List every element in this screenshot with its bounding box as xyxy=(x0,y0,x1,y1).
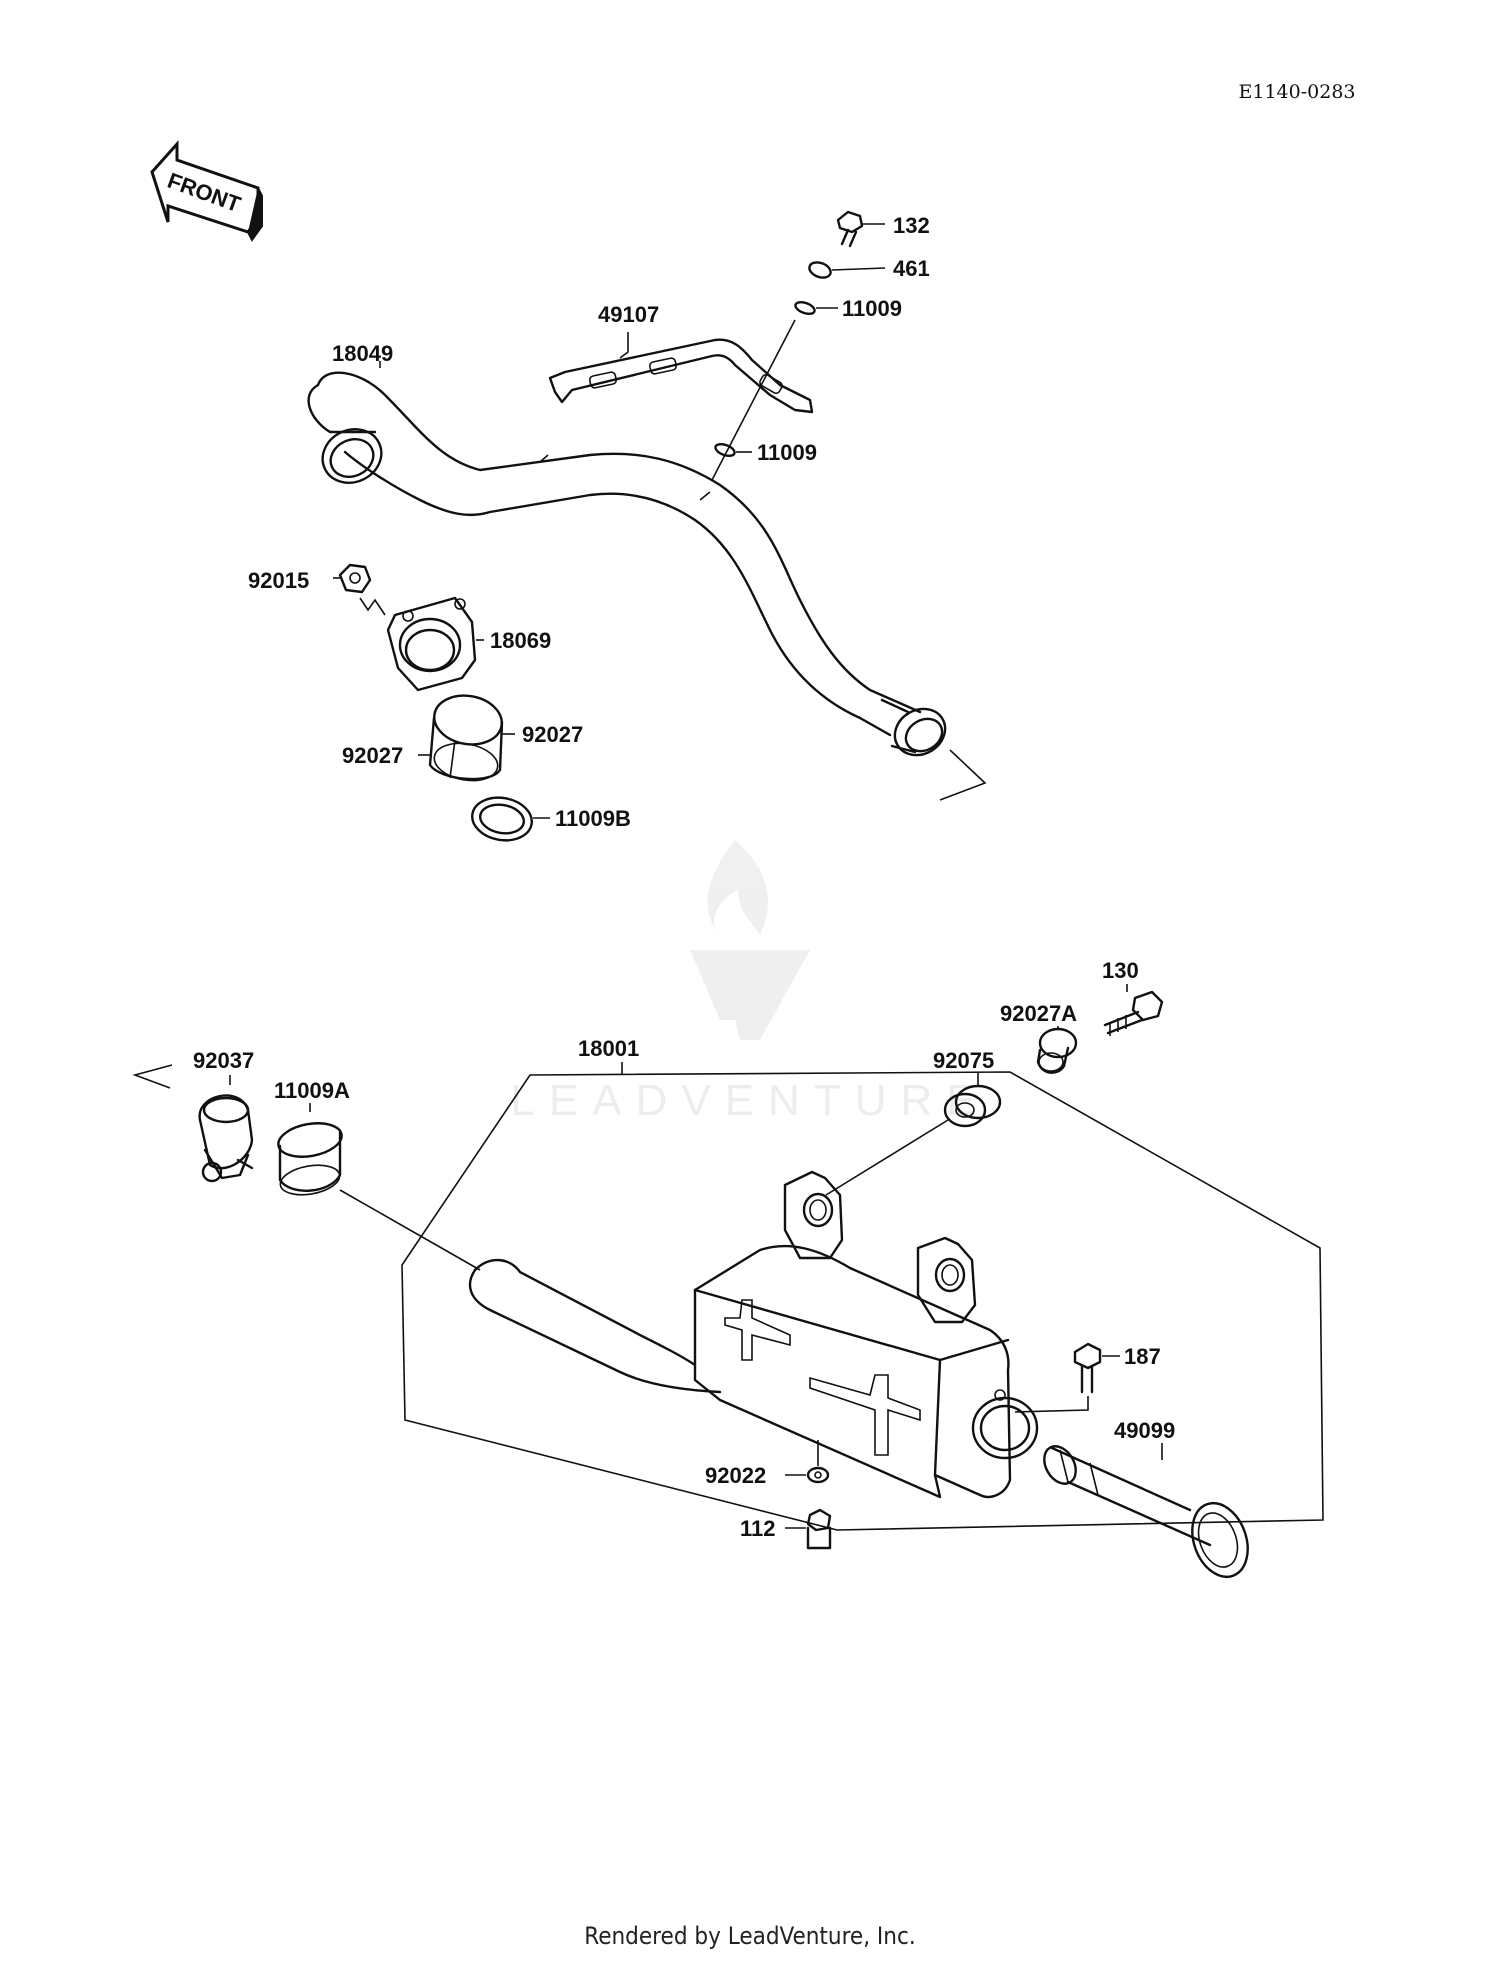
label-11009B: 11009B xyxy=(555,806,631,831)
label-92015: 92015 xyxy=(248,568,309,593)
leadventure-watermark: LEADVENTURE xyxy=(510,840,989,1125)
assembly-outline-18001 xyxy=(401,1071,1324,1531)
grommet-92075 xyxy=(825,1073,1002,1196)
collar-92027 xyxy=(428,694,504,782)
label-92022: 92022 xyxy=(705,1463,766,1488)
label-187: 187 xyxy=(1124,1344,1161,1369)
label-92075: 92075 xyxy=(933,1048,994,1073)
muffler-18001 xyxy=(468,1170,1039,1499)
nut-92015 xyxy=(338,563,386,616)
label-92027-right: 92027 xyxy=(522,722,583,747)
gasket-11009B xyxy=(471,796,533,842)
label-18001: 18001 xyxy=(578,1036,639,1061)
bolt-130 xyxy=(1103,984,1164,1036)
watermark-text: LEADVENTURE xyxy=(510,1076,989,1125)
footer-credit: Rendered by LeadVenture, Inc. xyxy=(584,1922,916,1950)
bracket-49107 xyxy=(548,338,814,414)
spacer-11009-top xyxy=(794,300,838,316)
label-112: 112 xyxy=(740,1516,776,1541)
washer-92022 xyxy=(785,1440,830,1484)
label-49099: 49099 xyxy=(1114,1418,1175,1443)
label-49107: 49107 xyxy=(598,302,659,327)
spacer-11009-mid xyxy=(714,442,752,458)
label-11009-mid: 11009 xyxy=(757,440,817,465)
mount-line-upper xyxy=(711,319,796,481)
label-92027-left: 92027 xyxy=(342,743,403,768)
label-18049: 18049 xyxy=(332,341,393,366)
tailpipe-49099 xyxy=(1043,1443,1249,1578)
collar-92027A xyxy=(1036,1026,1078,1074)
bolt-187 xyxy=(1014,1342,1120,1413)
label-461: 461 xyxy=(893,256,930,281)
clamp-92037 xyxy=(132,1064,254,1183)
washer-461 xyxy=(808,261,886,279)
gasket-11009A xyxy=(277,1103,343,1196)
part-labels: 132 461 11009 49107 18049 11009 92015 18… xyxy=(193,213,1175,1541)
exhaust-pipe-18049 xyxy=(307,371,987,801)
label-11009A: 11009A xyxy=(274,1078,350,1103)
front-arrow-icon: FRONT xyxy=(150,140,263,242)
label-92037: 92037 xyxy=(193,1048,254,1073)
label-11009-top: 11009 xyxy=(842,296,902,321)
label-92027A: 92027A xyxy=(1000,1001,1077,1026)
bolt-132 xyxy=(836,210,885,248)
connect-line-lower xyxy=(339,1189,481,1271)
flange-18069 xyxy=(386,596,477,692)
diagram-code: E1140-0283 xyxy=(1239,81,1356,103)
label-18069: 18069 xyxy=(490,628,551,653)
leader-49107 xyxy=(619,332,629,359)
bolt-112 xyxy=(785,1508,832,1550)
label-130: 130 xyxy=(1102,958,1139,983)
label-132: 132 xyxy=(893,213,930,238)
